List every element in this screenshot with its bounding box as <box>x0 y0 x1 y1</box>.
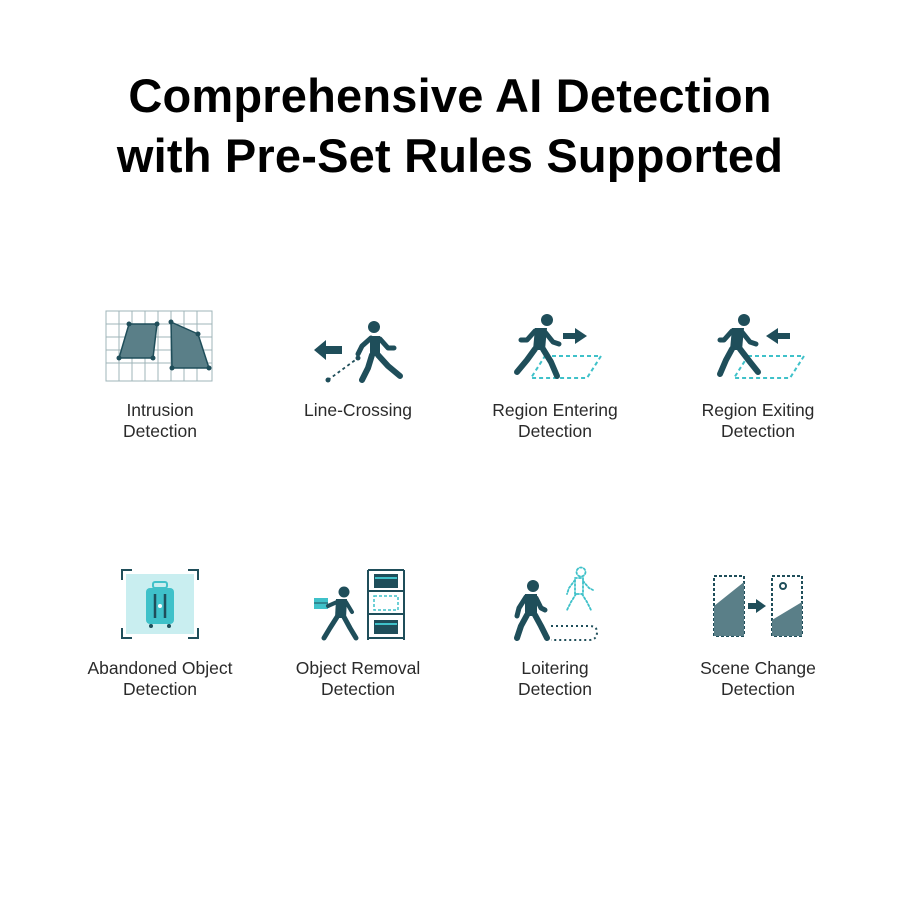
feature-label: Line-Crossing <box>304 400 412 420</box>
feature-label: Region Entering Detection <box>492 400 618 441</box>
feature-label: Intrusion Detection <box>123 400 197 441</box>
title-line-2: with Pre-Set Rules Supported <box>116 129 784 182</box>
region-exiting-icon <box>717 314 806 379</box>
title-line-1: Comprehensive AI Detection <box>128 69 772 122</box>
region-entering-icon <box>514 314 603 379</box>
feature-label: Object Removal Detection <box>295 658 421 699</box>
loitering-icon <box>514 566 599 641</box>
feature-label: Scene Change Detection <box>700 658 816 699</box>
feature-label: Region Exiting Detection <box>701 400 815 441</box>
abandoned-object-icon <box>121 569 199 639</box>
line-crossing-icon <box>314 321 403 383</box>
scene-change-icon <box>713 575 803 637</box>
object-removal-icon <box>314 569 405 641</box>
intrusion-icon <box>105 310 213 382</box>
feature-label: Loitering Detection <box>518 658 592 699</box>
feature-label: Abandoned Object Detection <box>87 658 233 699</box>
page-title: Comprehensive AI Detection with Pre-Set … <box>0 66 900 186</box>
